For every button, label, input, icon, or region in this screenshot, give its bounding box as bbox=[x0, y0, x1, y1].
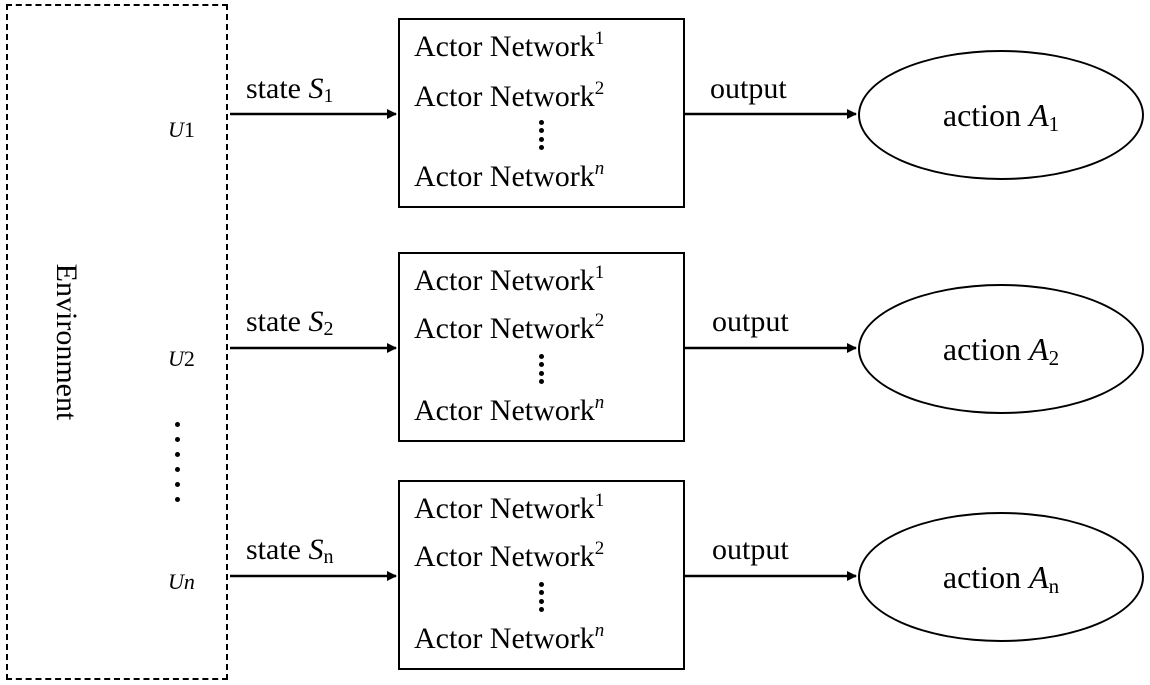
output-label-1: output bbox=[710, 72, 787, 105]
unit-symbol-n: Un bbox=[168, 569, 195, 594]
actor-network-line: Actor Network1 bbox=[414, 28, 605, 63]
actor-network-line: Actor Network1 bbox=[414, 490, 605, 525]
output-label-2: output bbox=[712, 305, 789, 338]
actor-network-line: Actor Networkn bbox=[414, 158, 605, 193]
output-label-n: output bbox=[712, 533, 789, 566]
state-label-n: state Sn bbox=[246, 533, 334, 568]
unit-ellipsis bbox=[172, 422, 182, 502]
action-label-2: action A2 bbox=[942, 330, 1060, 370]
actor-network-line: Actor Networkn bbox=[414, 620, 605, 655]
state-label-2: state S2 bbox=[246, 305, 334, 340]
actor-networks-box-1: Actor Network1 Actor Network2 Actor Netw… bbox=[398, 18, 685, 208]
actor-network-line: Actor Network2 bbox=[414, 78, 605, 113]
unit-index-2: 2 bbox=[183, 346, 195, 371]
environment-box bbox=[6, 4, 228, 680]
actor-network-line: Actor Network1 bbox=[414, 262, 605, 297]
action-label-1: action A1 bbox=[942, 96, 1060, 136]
actor-network-line: Actor Network2 bbox=[414, 310, 605, 345]
action-node-n: action An bbox=[858, 512, 1144, 642]
actor-networks-box-2: Actor Network1 Actor Network2 Actor Netw… bbox=[398, 252, 685, 442]
actor-networks-box-n: Actor Network1 Actor Network2 Actor Netw… bbox=[398, 480, 685, 670]
unit-symbol-1: U bbox=[168, 117, 184, 142]
action-label-n: action An bbox=[942, 558, 1060, 598]
unit-symbol-2: U bbox=[168, 346, 184, 371]
action-node-2: action A2 bbox=[858, 284, 1144, 414]
action-node-1: action A1 bbox=[858, 50, 1144, 180]
actor-ellipsis bbox=[537, 582, 545, 612]
state-label-1: state S1 bbox=[246, 72, 334, 107]
unit-label-2: U2 bbox=[168, 346, 195, 372]
environment-label: Environment bbox=[50, 263, 83, 421]
actor-network-line: Actor Networkn bbox=[414, 392, 605, 427]
unit-label-n: Un bbox=[168, 569, 195, 595]
actor-network-line: Actor Network2 bbox=[414, 538, 605, 573]
unit-index-1: 1 bbox=[183, 117, 195, 142]
actor-ellipsis bbox=[537, 354, 545, 384]
unit-label-1: U1 bbox=[168, 117, 195, 143]
actor-ellipsis bbox=[537, 120, 545, 150]
